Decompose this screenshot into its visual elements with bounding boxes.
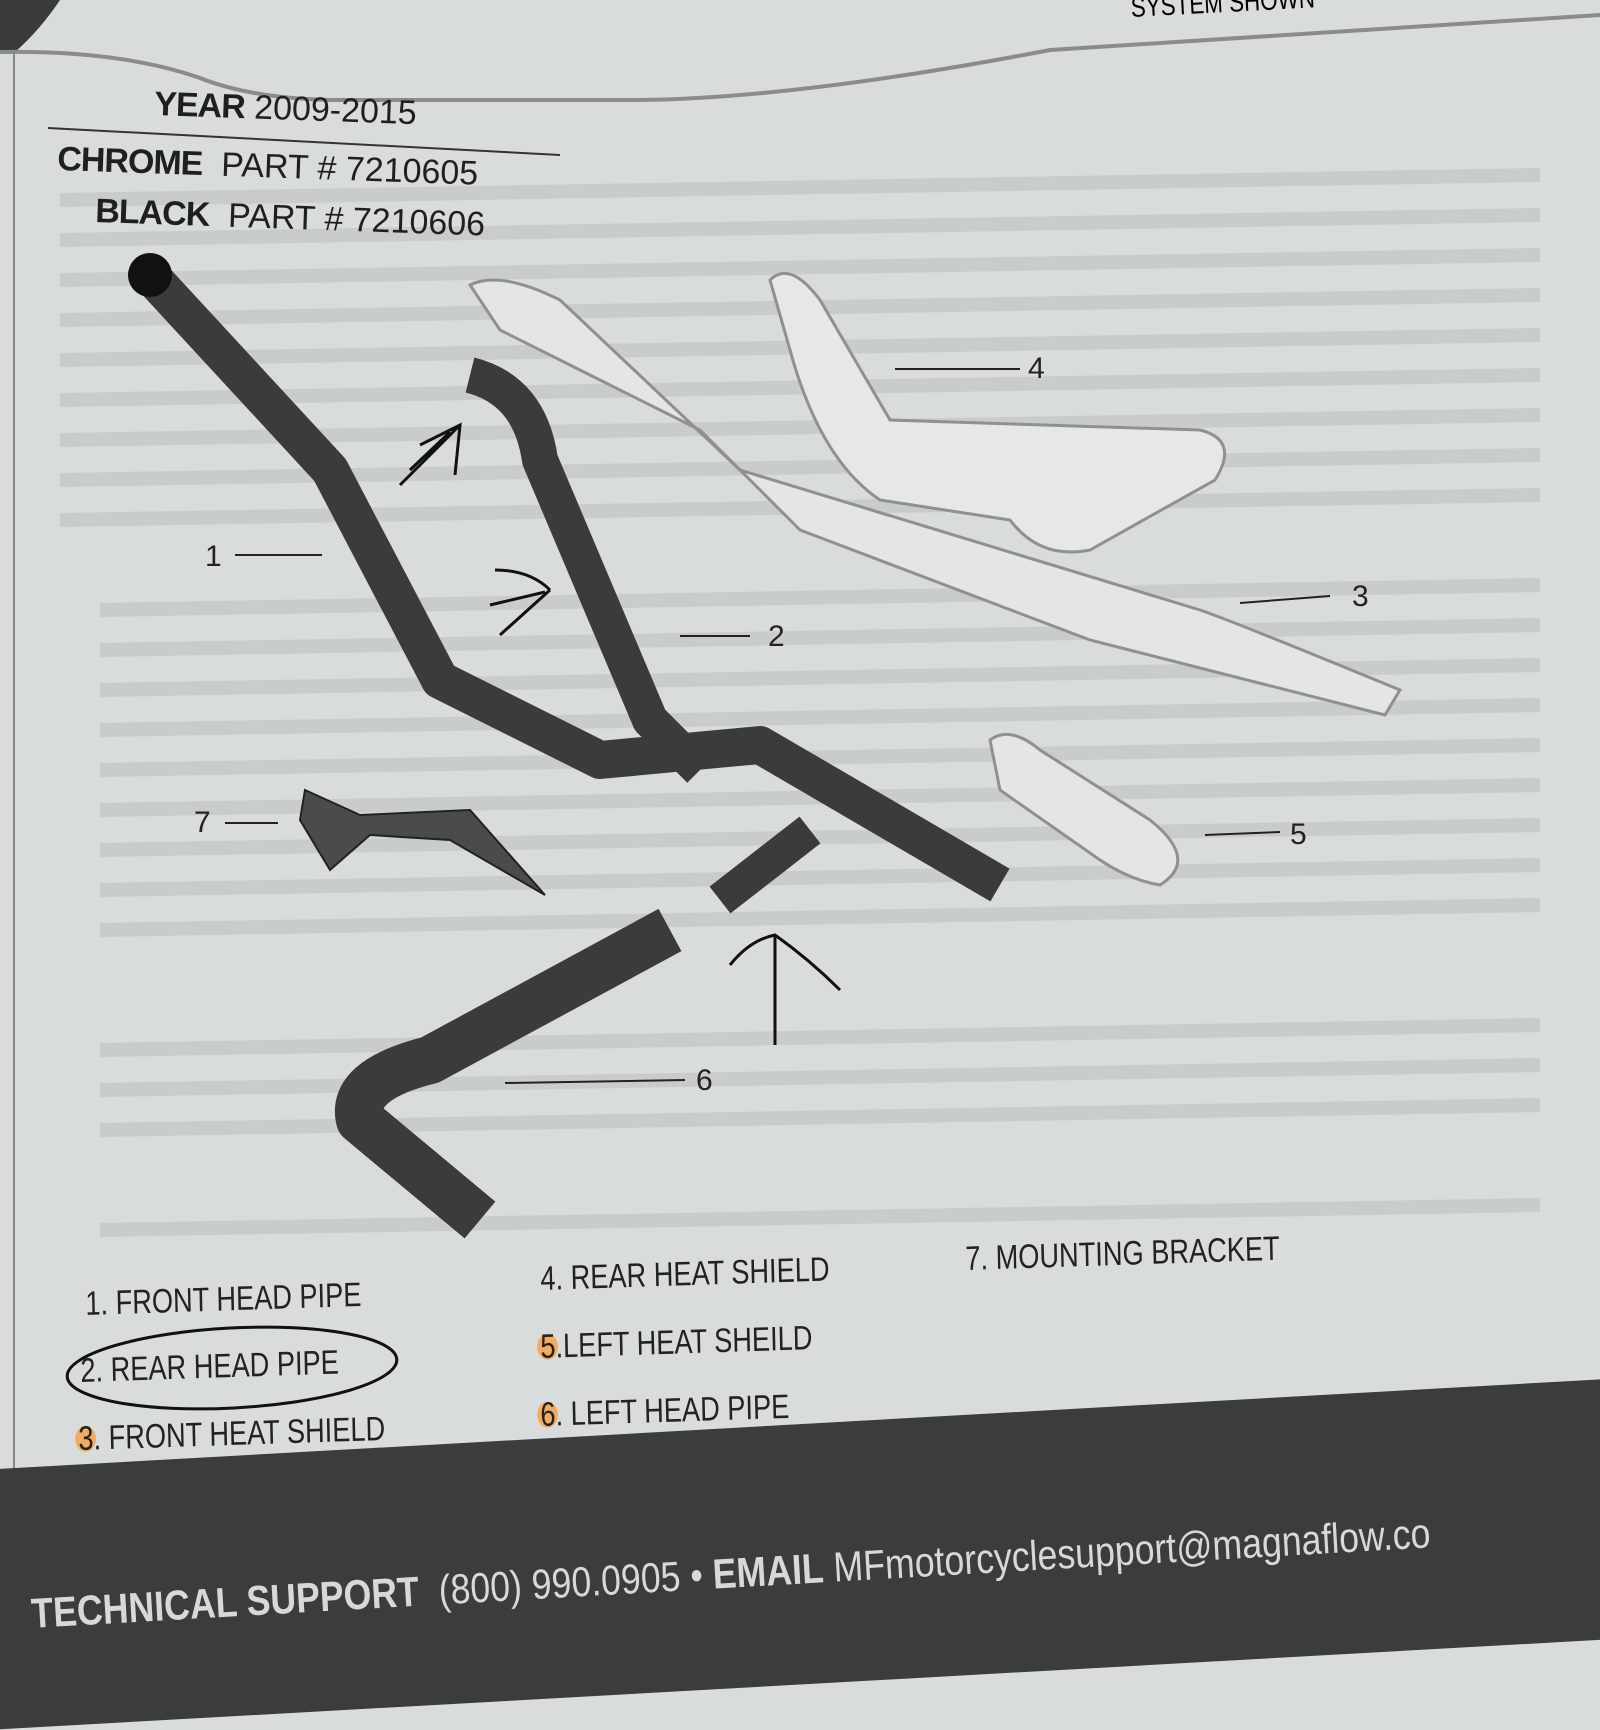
diagram-artwork	[0, 0, 1600, 1560]
front-heat-shield	[467, 278, 1403, 717]
year-value: 2009-2015	[253, 88, 418, 133]
callout-2: 2	[768, 620, 785, 653]
rear-head-pipe-outlet	[709, 816, 821, 914]
header-curve	[0, 13, 1600, 102]
callout-3: 3	[1352, 580, 1369, 613]
callout-7: 7	[194, 806, 211, 839]
front-head-pipe-opening	[128, 253, 172, 297]
front-head-pipe	[136, 262, 1010, 902]
mounting-bracket	[298, 788, 546, 896]
black-label: BLACK	[94, 192, 210, 234]
email-label: EMAIL	[711, 1544, 825, 1598]
rear-heat-shield	[768, 271, 1226, 554]
chrome-label: CHROME	[56, 140, 204, 184]
callout-leaders	[225, 368, 1331, 1084]
spec-divider	[47, 127, 561, 156]
left-heat-shield	[988, 732, 1180, 887]
corner-graphic	[0, 0, 60, 52]
left-head-pipe	[334, 908, 682, 1239]
callout-5: 5	[1290, 818, 1307, 851]
hand-drawn-arrows	[398, 422, 842, 1045]
callout-1: 1	[205, 540, 222, 573]
circle-annotation	[65, 1325, 399, 1411]
callout-4: 4	[1028, 352, 1045, 385]
callout-6: 6	[696, 1064, 713, 1097]
rear-head-pipe	[464, 357, 713, 783]
year-label: YEAR	[153, 85, 246, 127]
black-part: PART # 7210606	[227, 196, 486, 244]
chrome-part: PART # 7210605	[220, 145, 479, 193]
